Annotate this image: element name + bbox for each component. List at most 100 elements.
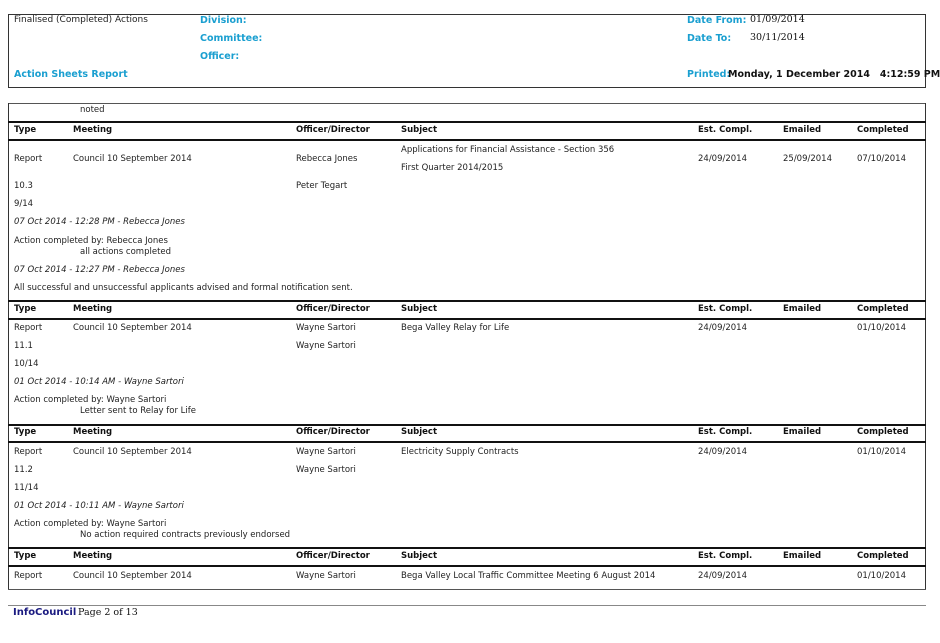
est-compl-cell: 24/09/2014 — [698, 154, 747, 164]
division-label: Division: — [200, 15, 247, 26]
page-number: Page 2 of 13 — [78, 607, 138, 618]
col-est-compl: Est. Compl. — [698, 125, 753, 135]
section-divider — [8, 121, 926, 123]
date-from-value: 01/09/2014 — [750, 14, 805, 25]
action-note: all actions completed — [80, 247, 172, 257]
log-timestamp: 01 Oct 2014 - 10:11 AM - Wayne Sartori — [14, 501, 184, 511]
section-divider — [8, 547, 926, 549]
meeting-cell: Council 10 September 2014 — [73, 447, 192, 457]
col-meeting: Meeting — [73, 427, 113, 437]
col-emailed: Emailed — [783, 304, 822, 314]
completed-cell: 01/10/2014 — [857, 447, 906, 457]
footer-divider — [8, 605, 926, 606]
printed-label: Printed: — [687, 69, 731, 80]
col-emailed: Emailed — [783, 427, 822, 437]
col-est-compl: Est. Compl. — [698, 427, 753, 437]
col-meeting: Meeting — [73, 551, 113, 561]
subject-cell-line2: First Quarter 2014/2015 — [401, 163, 504, 173]
report-type-title: Finalised (Completed) Actions — [14, 15, 148, 25]
date-from-label: Date From: — [687, 15, 747, 26]
col-subject: Subject — [401, 125, 438, 135]
emailed-cell: 25/09/2014 — [783, 154, 832, 164]
meeting-cell: Council 10 September 2014 — [73, 323, 192, 333]
col-type: Type — [14, 427, 37, 437]
date-to-value: 30/11/2014 — [750, 32, 805, 43]
secondary-officer: Peter Tegart — [296, 181, 348, 191]
officer-cell: Rebecca Jones — [296, 154, 358, 164]
type-cell: Report — [14, 447, 43, 457]
officer-cell: Wayne Sartori — [296, 323, 356, 333]
body-left-border — [8, 103, 9, 590]
type-cell: Report — [14, 154, 43, 164]
reference-number: 10/14 — [14, 359, 39, 369]
col-officer: Officer/Director — [296, 551, 370, 561]
type-cell: Report — [14, 323, 43, 333]
col-subject: Subject — [401, 551, 438, 561]
col-meeting: Meeting — [73, 304, 113, 314]
subject-cell: Applications for Financial Assistance - … — [401, 145, 615, 155]
header-underline — [8, 565, 926, 567]
reference-number: 9/14 — [14, 199, 34, 209]
action-note: Letter sent to Relay for Life — [80, 406, 196, 416]
action-note: All successful and unsuccessful applican… — [14, 283, 353, 293]
officer-cell: Wayne Sartori — [296, 447, 356, 457]
body-top-border — [8, 103, 926, 104]
col-subject: Subject — [401, 427, 438, 437]
meeting-cell: Council 10 September 2014 — [73, 571, 192, 581]
completed-by: Action completed by: Rebecca Jones — [14, 236, 168, 246]
item-number: 10.3 — [14, 181, 33, 191]
col-type: Type — [14, 304, 37, 314]
subject-cell: Electricity Supply Contracts — [401, 447, 519, 457]
date-to-label: Date To: — [687, 33, 732, 44]
log-timestamp: 07 Oct 2014 - 12:27 PM - Rebecca Jones — [14, 265, 185, 275]
col-meeting: Meeting — [73, 125, 113, 135]
est-compl-cell: 24/09/2014 — [698, 447, 747, 457]
header-underline — [8, 441, 926, 443]
footer-brand: InfoCouncil — [13, 607, 77, 618]
section-divider — [8, 424, 926, 426]
reference-number: 11/14 — [14, 483, 39, 493]
log-timestamp: 07 Oct 2014 - 12:28 PM - Rebecca Jones — [14, 217, 185, 227]
col-officer: Officer/Director — [296, 304, 370, 314]
subject-cell: Bega Valley Relay for Life — [401, 323, 510, 333]
officer-cell: Wayne Sartori — [296, 571, 356, 581]
carry-over-note: noted — [80, 105, 105, 115]
subject-cell: Bega Valley Local Traffic Committee Meet… — [401, 571, 656, 581]
completed-by: Action completed by: Wayne Sartori — [14, 395, 167, 405]
completed-cell: 01/10/2014 — [857, 571, 906, 581]
est-compl-cell: 24/09/2014 — [698, 323, 747, 333]
report-header — [8, 14, 926, 88]
secondary-officer: Wayne Sartori — [296, 465, 356, 475]
col-est-compl: Est. Compl. — [698, 551, 753, 561]
col-type: Type — [14, 551, 37, 561]
col-officer: Officer/Director — [296, 427, 370, 437]
col-completed: Completed — [857, 125, 909, 135]
action-note: No action required contracts previously … — [80, 530, 291, 540]
completed-by: Action completed by: Wayne Sartori — [14, 519, 167, 529]
completed-cell: 01/10/2014 — [857, 323, 906, 333]
section-divider — [8, 300, 926, 302]
header-underline — [8, 318, 926, 320]
col-est-compl: Est. Compl. — [698, 304, 753, 314]
est-compl-cell: 24/09/2014 — [698, 571, 747, 581]
body-bottom-border — [8, 589, 926, 590]
report-name: Action Sheets Report — [14, 69, 128, 80]
col-completed: Completed — [857, 427, 909, 437]
col-completed: Completed — [857, 304, 909, 314]
col-emailed: Emailed — [783, 125, 822, 135]
officer-label: Officer: — [200, 51, 240, 62]
log-timestamp: 01 Oct 2014 - 10:14 AM - Wayne Sartori — [14, 377, 184, 387]
col-completed: Completed — [857, 551, 909, 561]
type-cell: Report — [14, 571, 43, 581]
col-type: Type — [14, 125, 37, 135]
col-officer: Officer/Director — [296, 125, 370, 135]
committee-label: Committee: — [200, 33, 263, 44]
item-number: 11.1 — [14, 341, 33, 351]
col-emailed: Emailed — [783, 551, 822, 561]
secondary-officer: Wayne Sartori — [296, 341, 356, 351]
meeting-cell: Council 10 September 2014 — [73, 154, 192, 164]
completed-cell: 07/10/2014 — [857, 154, 906, 164]
header-underline — [8, 139, 926, 141]
col-subject: Subject — [401, 304, 438, 314]
body-right-border — [925, 103, 926, 590]
